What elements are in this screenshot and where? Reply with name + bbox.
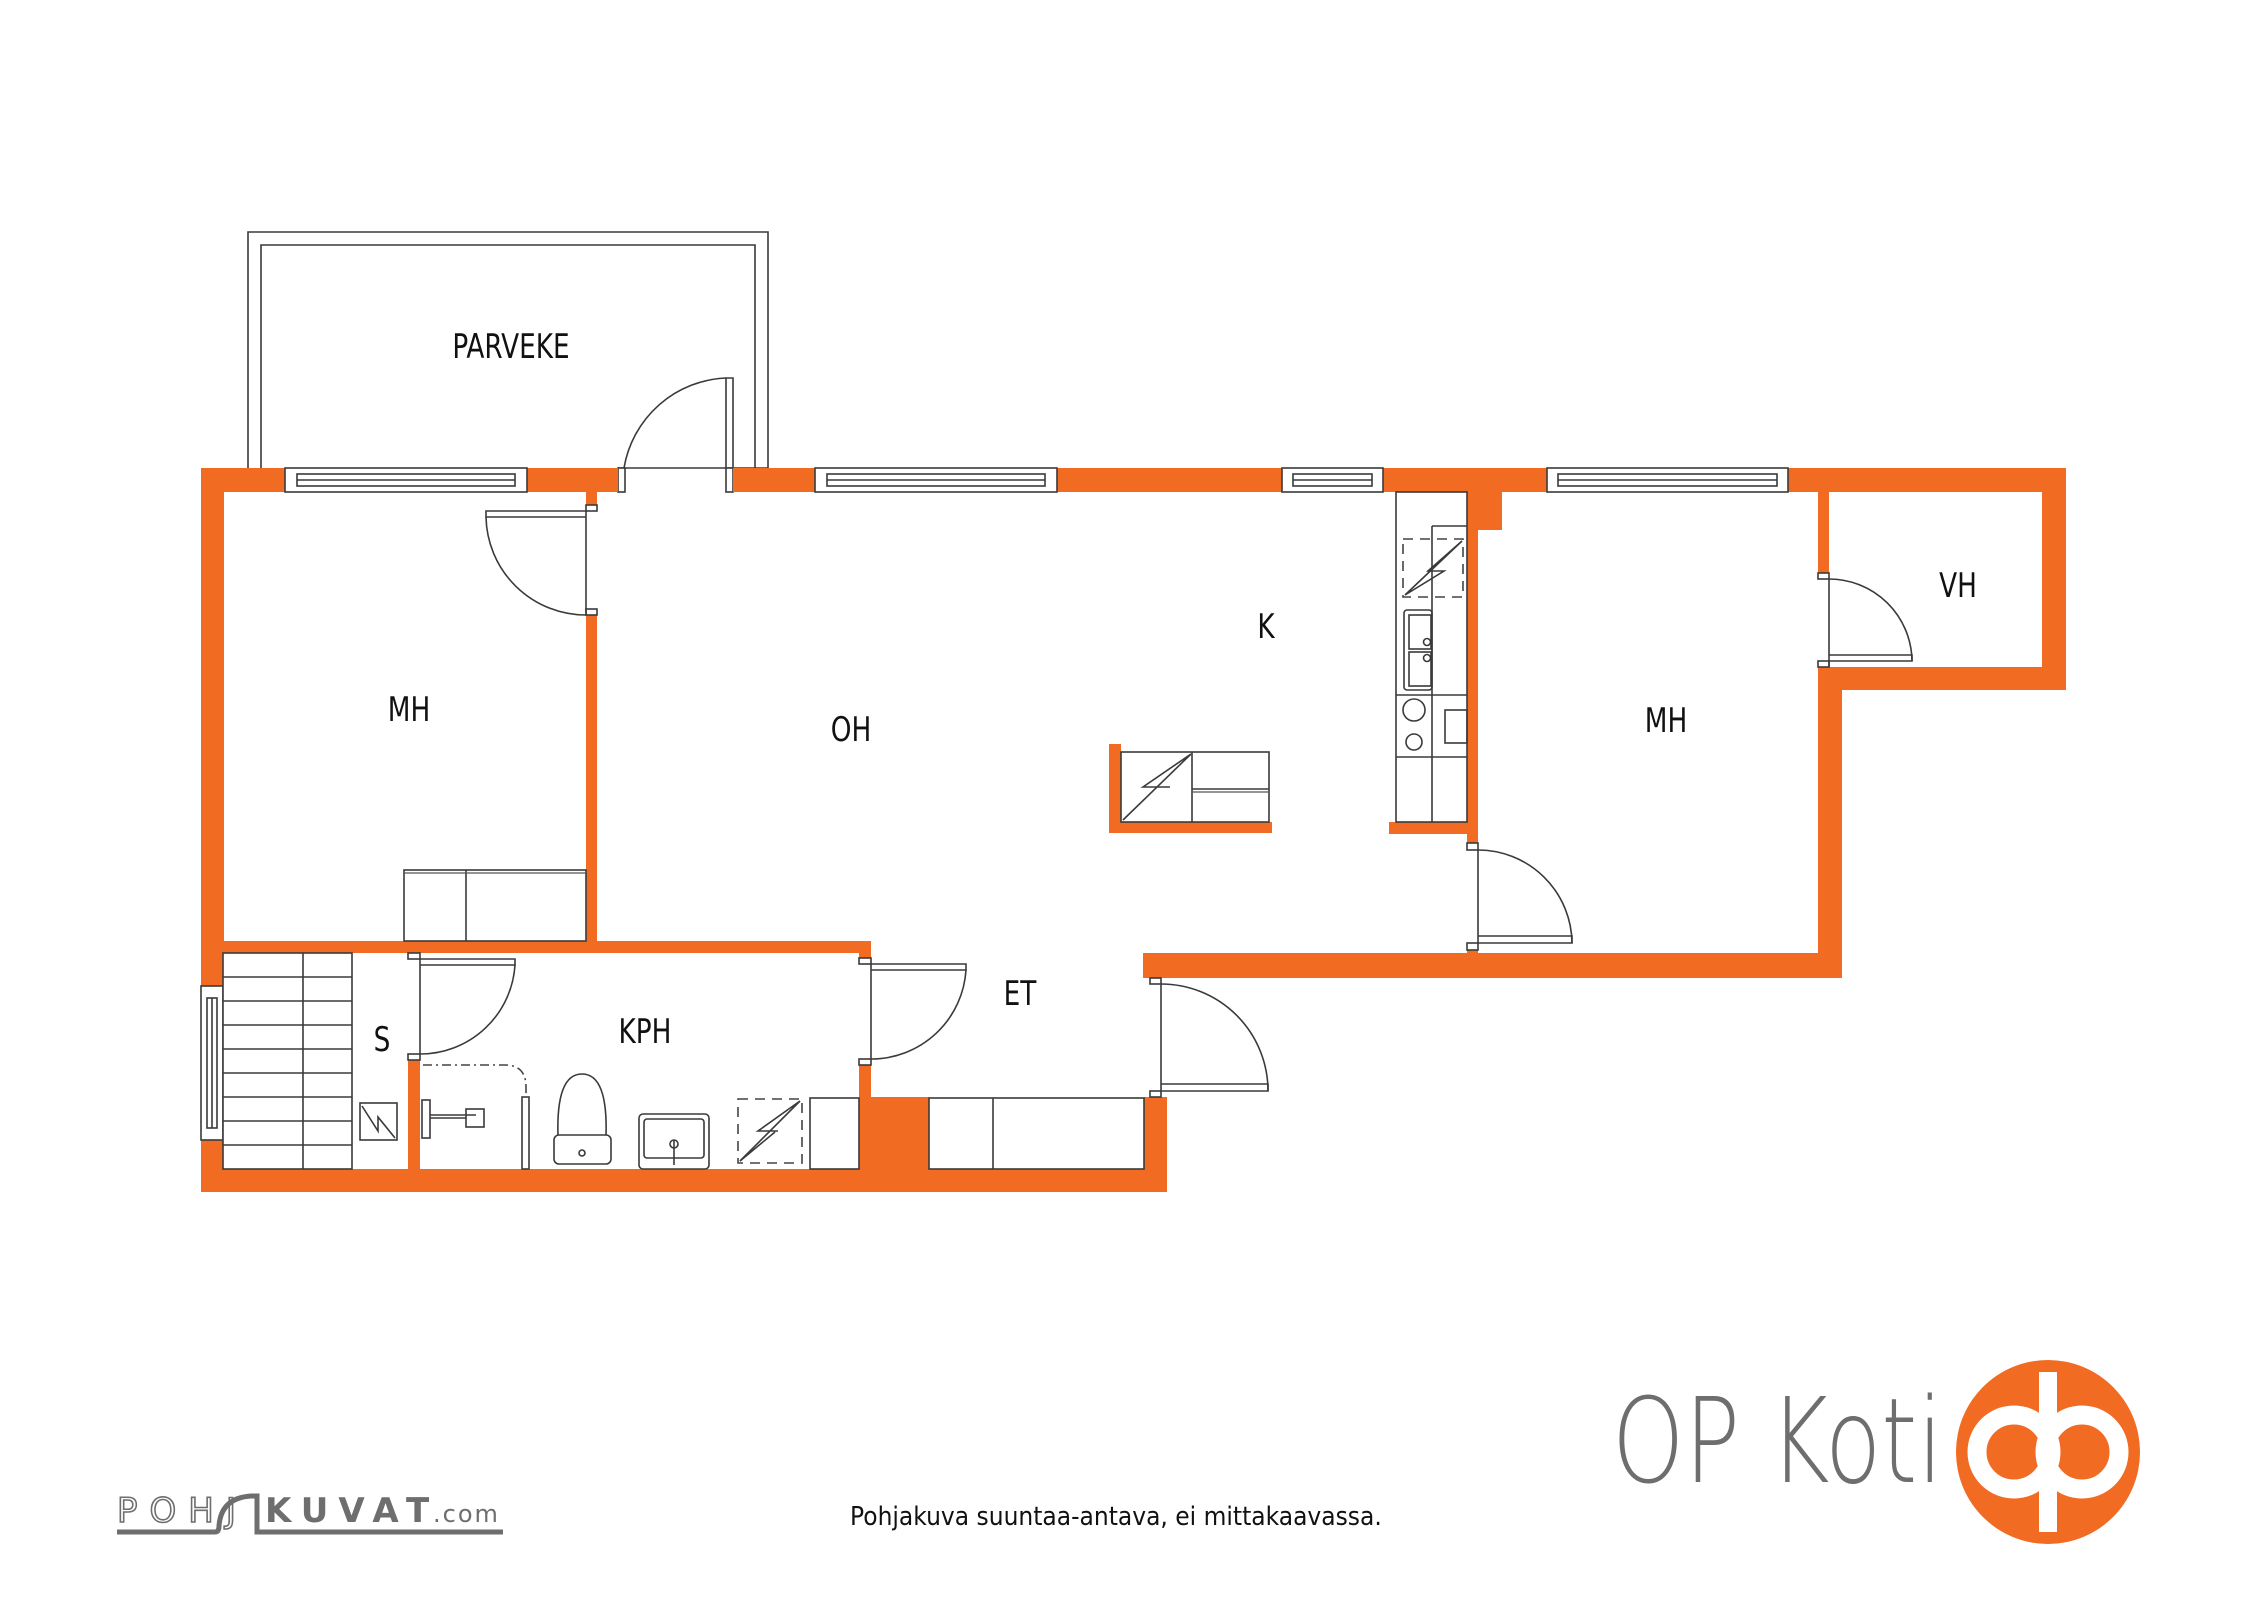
window-mh-left: [284, 467, 528, 493]
kitchen-counter: [1395, 491, 1468, 823]
sink: [638, 1113, 710, 1170]
door-mh-right: [1466, 842, 1573, 951]
window-stairs: [200, 985, 224, 1141]
room-label-et: ET: [1003, 974, 1037, 1014]
room-label-oh: OH: [830, 710, 872, 750]
walls: [201, 468, 2066, 1192]
disclaimer-text: Pohjakuva suuntaa-antava, ei mittakaavas…: [850, 1502, 1382, 1532]
washing-machine: [737, 1098, 803, 1164]
room-label-k: K: [1257, 607, 1275, 647]
door-kph: [407, 952, 516, 1061]
door-vh: [1817, 572, 1913, 668]
window-mh-right: [1546, 467, 1789, 493]
door-entry: [1149, 977, 1269, 1098]
room-label-s: S: [373, 1020, 391, 1060]
fixtures: [222, 491, 1468, 1170]
wardrobe-mh-left: [403, 869, 587, 942]
doors: [407, 504, 1913, 1098]
door-et-kph: [858, 957, 967, 1066]
toilet: [553, 1073, 612, 1165]
room-label-vh: VH: [1939, 566, 1977, 606]
window-k: [1281, 467, 1384, 493]
electrical-panel: [359, 1102, 398, 1141]
room-label-kph: KPH: [618, 1012, 672, 1052]
room-label-mh-left: MH: [387, 690, 431, 730]
kph-cabinet: [809, 1097, 860, 1170]
windows: [200, 467, 1789, 1141]
op-koti-logo-text: OP Koti: [1612, 1372, 1943, 1510]
shower: [421, 1064, 530, 1170]
pohjakuvat-logo: POHJ KUVAT .com: [116, 1490, 503, 1535]
kitchen-island: [1120, 751, 1270, 823]
svg-text:POHJ: POHJ: [117, 1491, 248, 1531]
room-label-parveke: PARVEKE: [452, 327, 570, 367]
balcony: [247, 231, 769, 493]
svg-text:.com: .com: [433, 1500, 500, 1528]
entry-cabinets: [928, 1097, 1145, 1170]
svg-text:KUVAT: KUVAT: [265, 1491, 439, 1531]
op-logo-icon: [1956, 1360, 2140, 1544]
stairs: [222, 952, 353, 1170]
door-mh-left: [485, 504, 598, 616]
window-oh: [814, 467, 1058, 493]
room-label-mh-right: MH: [1644, 701, 1688, 741]
